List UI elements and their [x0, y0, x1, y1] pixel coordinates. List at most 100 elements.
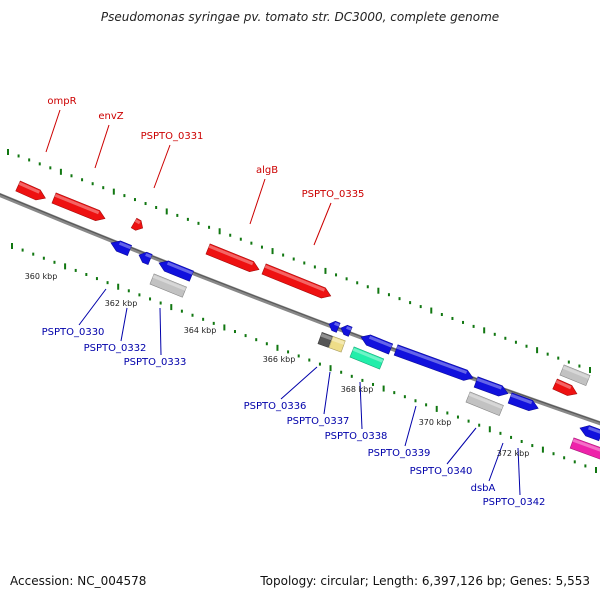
reverse-tick-mark — [287, 350, 290, 354]
forward-gene-label: PSPTO_0331 — [141, 131, 204, 142]
reverse-leader-line — [488, 442, 504, 482]
forward-tick-mark — [356, 281, 359, 285]
forward-tick-mark — [28, 158, 31, 162]
gene-pink-gene[interactable] — [569, 437, 600, 460]
forward-tick-mark — [578, 364, 581, 368]
forward-tick-mark — [366, 285, 369, 289]
gene-reverse-gene[interactable] — [327, 319, 341, 333]
forward-tick-mark — [504, 336, 507, 340]
kbp-tick-label: 366 kbp — [263, 355, 296, 364]
forward-tick-mark — [282, 253, 285, 257]
forward-tick-mark — [38, 162, 41, 166]
reverse-gene-label: PSPTO_0337 — [287, 416, 350, 427]
forward-tick-mark — [451, 316, 454, 320]
reverse-gene-label: dsbA — [471, 483, 496, 494]
gene-grey-gene[interactable] — [465, 391, 504, 416]
kbp-tick-label: 368 kbp — [341, 385, 374, 394]
gene-reverse-gene[interactable] — [137, 250, 153, 265]
gene-dark-gene[interactable] — [317, 331, 333, 348]
forward-gene-label: PSPTO_0335 — [302, 189, 365, 200]
gene-reverse-gene[interactable] — [473, 376, 510, 399]
gene-reverse-gene[interactable] — [359, 332, 394, 355]
forward-tick-mark — [49, 166, 52, 170]
reverse-tick-mark — [318, 362, 321, 366]
forward-tick-mark — [176, 213, 179, 217]
map-title: Pseudomonas syringae pv. tomato str. DC3… — [100, 10, 500, 24]
reverse-tick-mark — [85, 273, 88, 277]
reverse-tick-mark — [159, 301, 162, 305]
reverse-leader-line — [120, 307, 128, 342]
forward-strand-ticks — [7, 149, 591, 373]
forward-tick-mark — [292, 257, 295, 261]
forward-tick-mark — [123, 194, 126, 198]
gene-forward-gene[interactable] — [261, 263, 333, 301]
forward-tick-mark — [557, 356, 560, 360]
forward-tick-mark — [313, 265, 316, 269]
gene-forward-gene[interactable] — [130, 217, 145, 233]
gene-reverse-gene[interactable] — [339, 323, 353, 337]
reverse-tick-mark — [297, 354, 300, 358]
forward-tick-mark — [133, 198, 136, 202]
forward-tick-mark — [483, 327, 486, 334]
gene-grey-gene[interactable] — [559, 364, 591, 386]
gene-reverse-gene[interactable] — [578, 423, 600, 442]
reverse-tick-mark — [32, 252, 35, 256]
reverse-tick-mark — [563, 456, 566, 460]
forward-tick-mark — [525, 344, 528, 348]
forward-tick-mark — [493, 332, 496, 336]
reverse-tick-mark — [595, 467, 597, 473]
reverse-gene-label: PSPTO_0330 — [42, 327, 105, 338]
gene-forward-gene[interactable] — [552, 378, 579, 399]
reverse-tick-mark — [106, 281, 109, 285]
gene-teal-gene[interactable] — [349, 346, 385, 370]
forward-tick-mark — [546, 352, 549, 356]
gene-yellow-gene[interactable] — [328, 335, 346, 353]
reverse-leader-line — [517, 447, 521, 496]
forward-tick-mark — [335, 273, 338, 277]
forward-tick-mark — [102, 186, 105, 190]
reverse-tick-mark — [265, 342, 268, 346]
reverse-tick-mark — [11, 243, 13, 249]
gene-reverse-gene[interactable] — [507, 392, 540, 414]
reverse-gene-label: PSPTO_0336 — [244, 401, 307, 412]
reverse-tick-mark — [95, 277, 98, 281]
gene-forward-gene[interactable] — [51, 192, 107, 224]
forward-tick-mark — [514, 340, 517, 344]
reverse-tick-mark — [361, 378, 364, 382]
gene-reverse-gene[interactable] — [393, 344, 475, 383]
reverse-tick-mark — [403, 395, 406, 399]
reverse-tick-mark — [446, 411, 449, 415]
forward-tick-mark — [218, 228, 221, 235]
reverse-gene-label: PSPTO_0342 — [483, 497, 546, 508]
reverse-leader-line — [404, 405, 417, 447]
forward-tick-mark — [59, 168, 62, 175]
genome-backbone-highlight — [0, 193, 600, 423]
gene-grey-gene[interactable] — [149, 273, 187, 298]
reverse-leader-line — [159, 307, 162, 356]
reverse-tick-mark — [191, 313, 194, 317]
reverse-tick-mark — [202, 317, 205, 321]
reverse-tick-mark — [127, 289, 130, 293]
forward-tick-mark — [536, 347, 539, 354]
forward-leader-line — [249, 178, 266, 225]
gene-forward-gene[interactable] — [205, 243, 261, 275]
gene-reverse-gene[interactable] — [109, 238, 132, 256]
gene-forward-gene[interactable] — [15, 180, 48, 203]
reverse-gene-label: PSPTO_0339 — [368, 448, 431, 459]
forward-tick-mark — [144, 202, 147, 206]
forward-tick-mark — [7, 149, 9, 155]
reverse-tick-mark — [180, 309, 183, 313]
reverse-tick-mark — [223, 324, 226, 331]
forward-tick-mark — [239, 237, 242, 241]
reverse-tick-mark — [308, 358, 311, 362]
forward-tick-mark — [229, 233, 232, 237]
reverse-tick-mark — [42, 256, 45, 260]
kbp-tick-label: 370 kbp — [419, 418, 452, 427]
reverse-tick-mark — [425, 403, 428, 407]
gene-reverse-gene[interactable] — [157, 258, 194, 282]
reverse-tick-mark — [138, 293, 141, 297]
genome-backbone — [0, 192, 600, 426]
forward-tick-mark — [17, 154, 20, 158]
forward-gene-label: envZ — [98, 111, 123, 122]
